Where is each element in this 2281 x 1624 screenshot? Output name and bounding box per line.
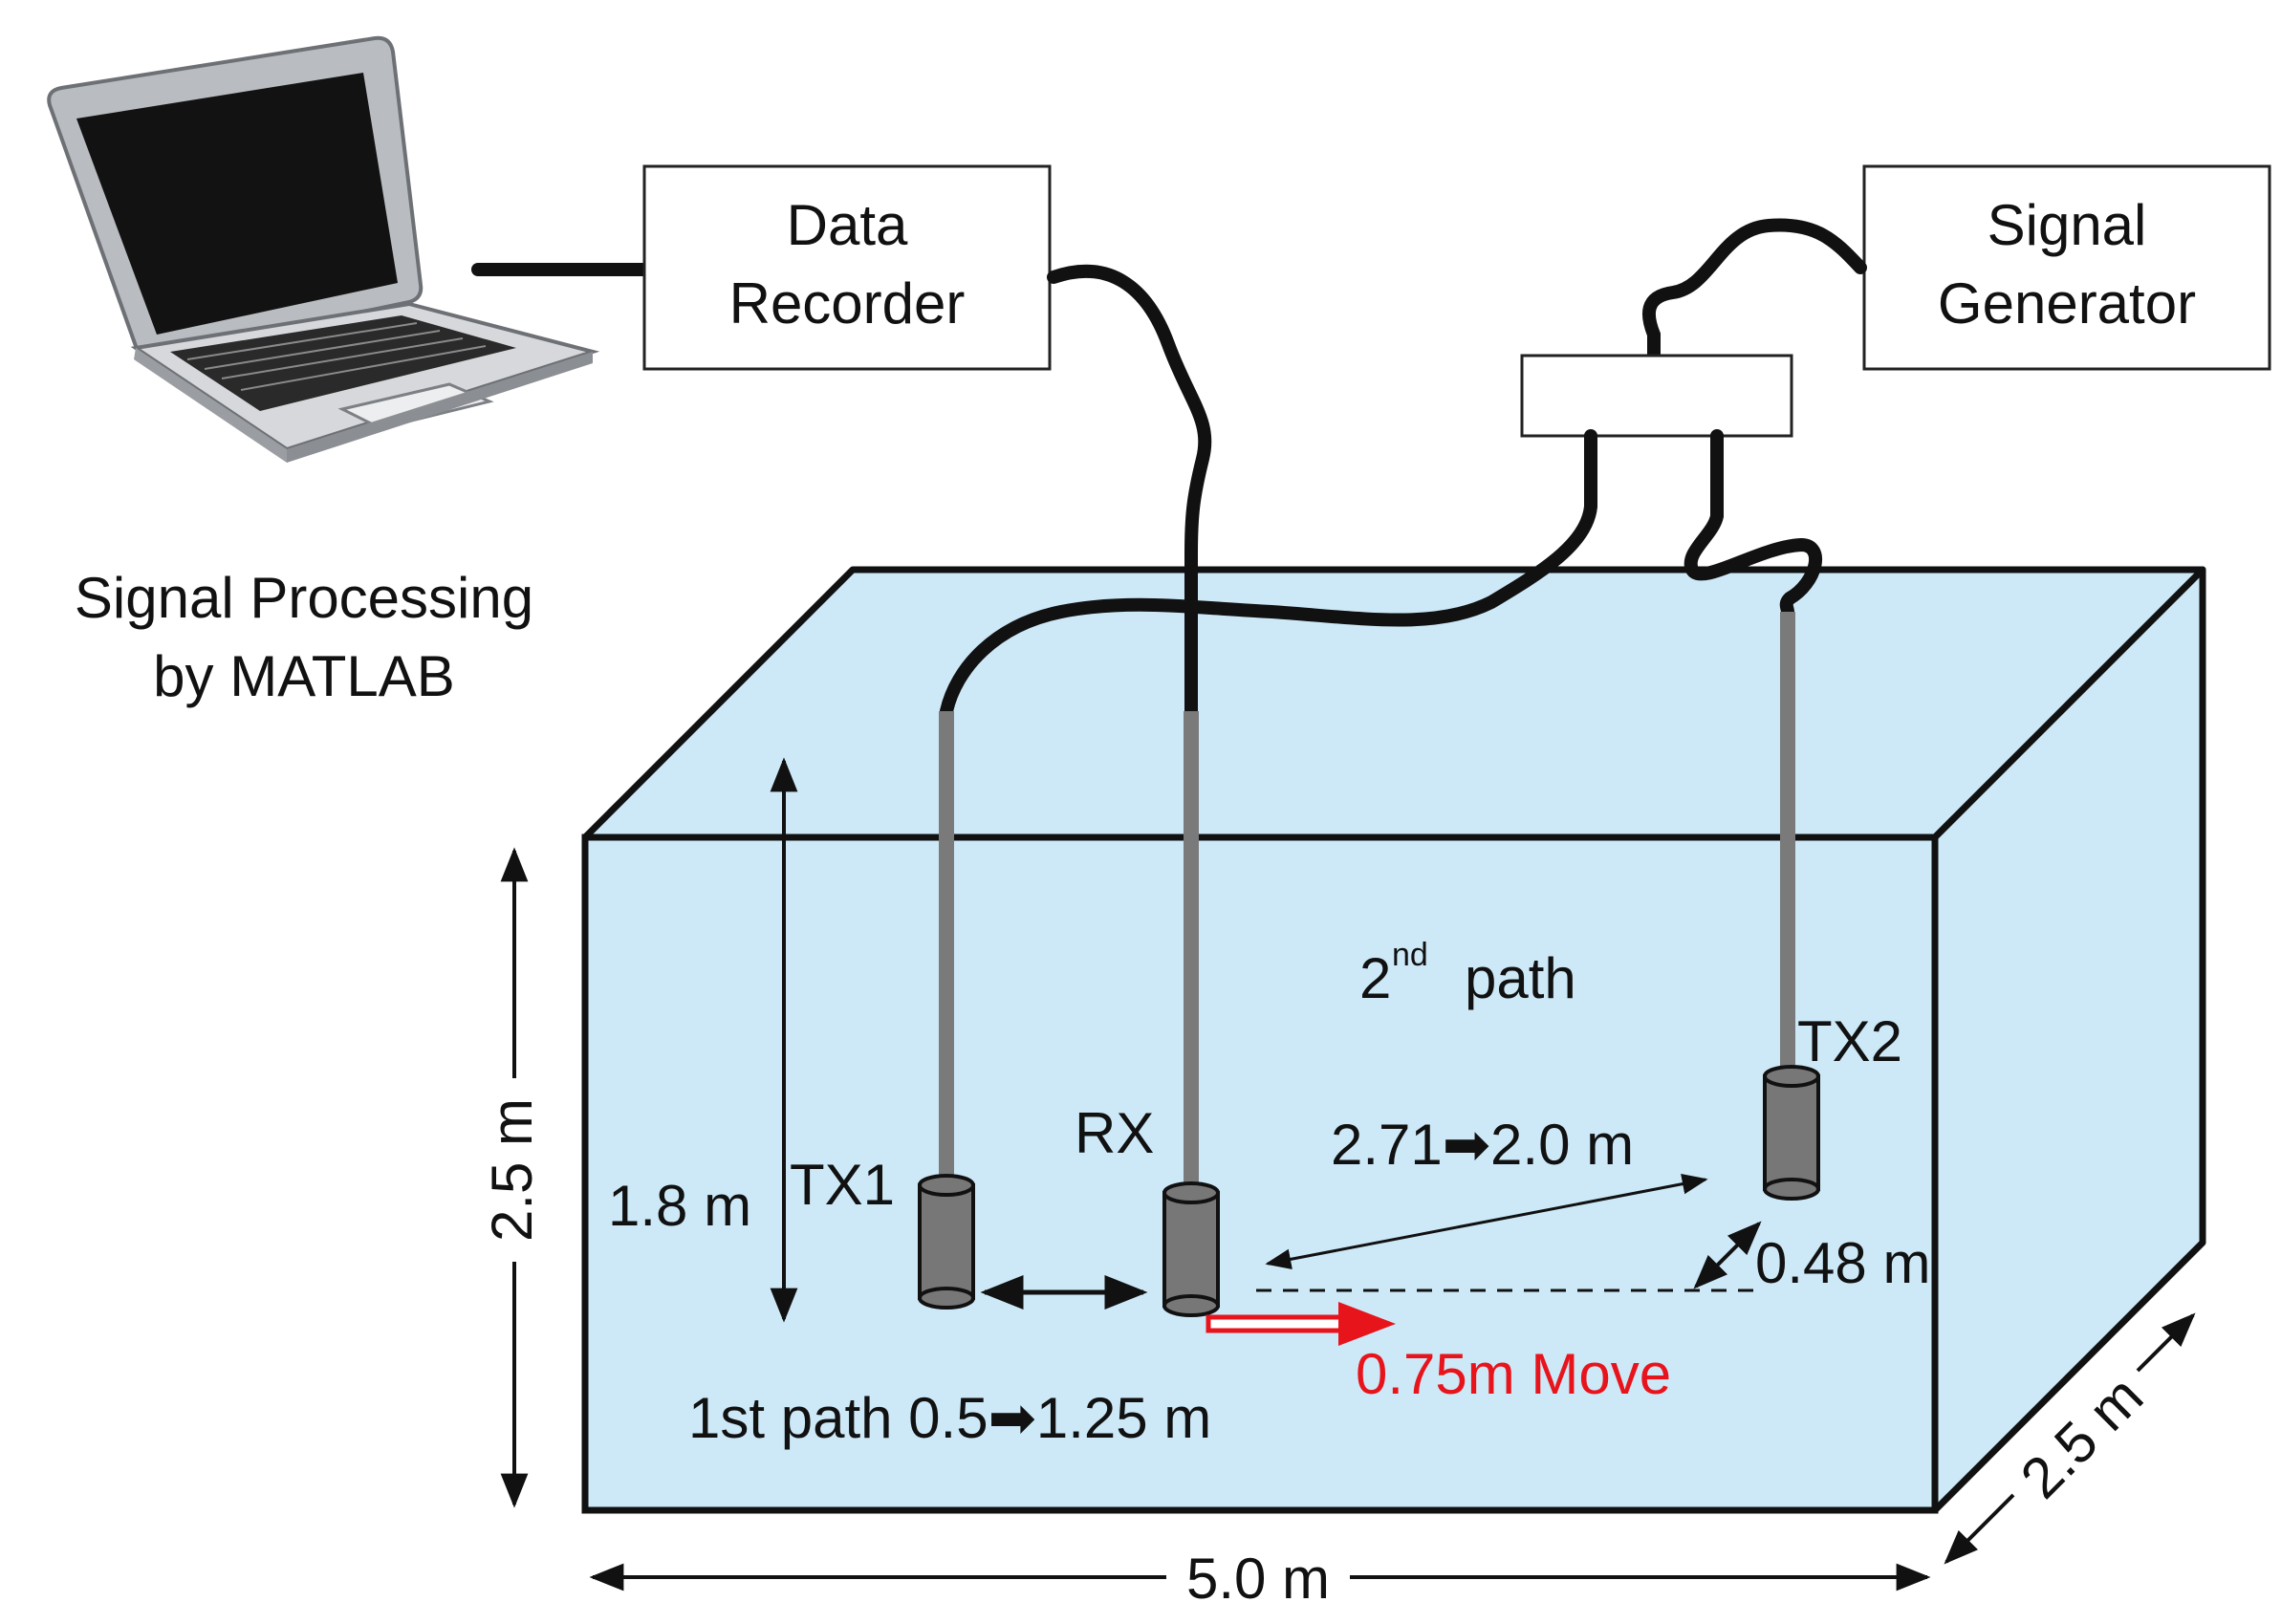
tank-length-label: 5.0 m: [1186, 1547, 1330, 1611]
data-recorder-box: [642, 164, 1052, 371]
move-arrow-icon: [1206, 1302, 1396, 1346]
laptop-icon: [47, 35, 600, 463]
laptop-caption-line2: by MATLAB: [153, 644, 455, 708]
tank-depth-arrow-bottom: [1944, 1493, 2015, 1565]
data-recorder-label-line2: Recorder: [729, 271, 966, 336]
second-path-heading-base: 2: [1359, 946, 1391, 1010]
tank-height-label: 2.5 m: [480, 1098, 544, 1242]
tx2-offset-arrow: [1693, 1221, 1762, 1289]
laptop-caption-line1: Signal Processing: [75, 566, 533, 630]
tx1-hydrophone-icon: [918, 1174, 975, 1310]
generator-cable: [1641, 218, 1867, 362]
first-path-label: 1st path 0.5➡1.25 m: [688, 1386, 1211, 1450]
tx1-label: TX1: [790, 1153, 895, 1217]
water-tank: [581, 566, 2206, 1514]
signal-splitter-box: [1520, 354, 1793, 438]
tx2-hydrophone-icon: [1763, 1065, 1820, 1201]
move-label: 0.75m Move: [1356, 1342, 1671, 1406]
second-path-heading-sup: nd: [1392, 937, 1428, 973]
rx-label: RX: [1075, 1101, 1154, 1165]
tx1-cable: [940, 429, 1597, 718]
tx2-label: TX2: [1797, 1009, 1902, 1073]
signal-generator-label-line2: Generator: [1938, 271, 2196, 336]
second-path-arrow: [1265, 1173, 1708, 1270]
rx-hydrophone-icon: [1162, 1181, 1220, 1317]
tx2-distance-label: 2.71➡2.0 m: [1331, 1113, 1634, 1177]
data-recorder-label-line1: Data: [787, 193, 908, 257]
second-path-heading-word: path: [1465, 946, 1576, 1010]
tx2-offset-label: 0.48 m: [1755, 1231, 1930, 1295]
recorder-cable: [1047, 264, 1212, 718]
hydrophone-depth-label: 1.8 m: [608, 1174, 751, 1238]
signal-generator-label-line1: Signal: [1988, 193, 2147, 257]
tx2-cable: [1684, 429, 1823, 618]
tank-depth-arrow-top: [2136, 1312, 2196, 1373]
